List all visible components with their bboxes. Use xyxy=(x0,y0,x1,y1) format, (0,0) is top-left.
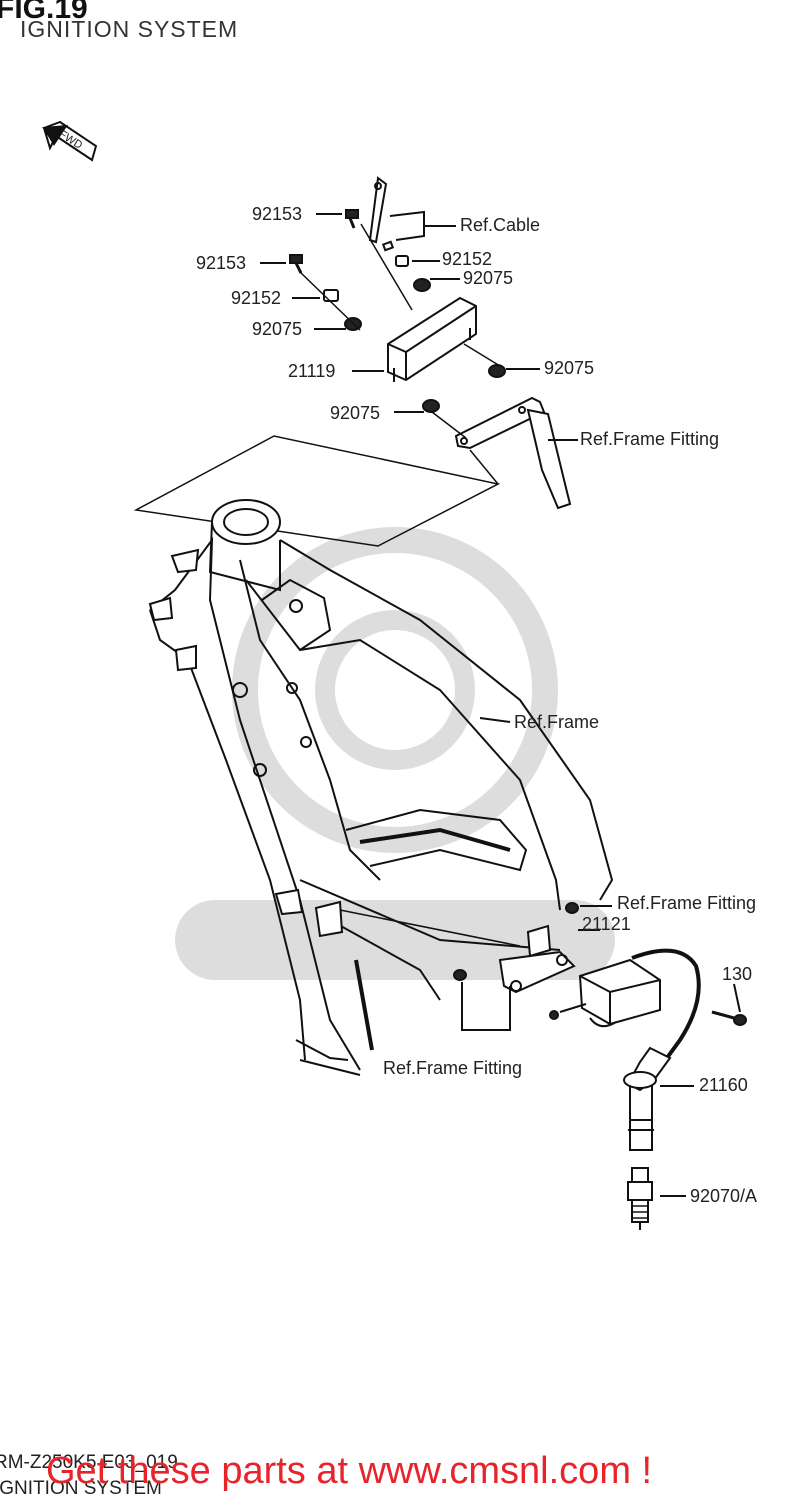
part-label-92070a[interactable]: 92070/A xyxy=(690,1186,758,1206)
ref-frame-label: Ref.Frame xyxy=(514,712,600,732)
frame-outline xyxy=(148,499,614,1076)
part-label-130[interactable]: 130 xyxy=(722,964,753,984)
figure-title: FIG.19 xyxy=(0,0,88,25)
part-label-92075-top[interactable]: 92075 xyxy=(463,268,514,288)
part-label-92075-left[interactable]: 92075 xyxy=(252,319,303,339)
part-label-92152-left[interactable]: 92152 xyxy=(231,288,282,308)
ref-frame-fitting-bottom-label: Ref.Frame Fitting xyxy=(383,1058,523,1078)
ref-frame-fitting-mid-label: Ref.Frame Fitting xyxy=(617,893,757,913)
footer-subtitle: IGNITION SYSTEM xyxy=(0,1478,162,1499)
part-label-21121[interactable]: 21121 xyxy=(582,914,631,934)
part-label-21160[interactable]: 21160 xyxy=(699,1075,748,1095)
fwd-arrow-icon xyxy=(42,120,98,162)
part-label-92153-second[interactable]: 92153 xyxy=(196,253,247,273)
ref-frame-fitting-top-label: Ref.Frame Fitting xyxy=(580,429,720,449)
part-label-92152-right[interactable]: 92152 xyxy=(442,249,493,269)
diagram-code: RM-Z250K5 E03_019 xyxy=(0,1452,178,1473)
figure-subtitle: IGNITION SYSTEM xyxy=(20,16,239,42)
ref-cable-label: Ref.Cable xyxy=(460,215,541,235)
part-label-92153-top[interactable]: 92153 xyxy=(252,204,303,224)
part-label-92075-bottom[interactable]: 92075 xyxy=(330,403,381,423)
part-label-21119[interactable]: 21119 xyxy=(288,361,336,381)
get-parts-link[interactable]: Get these parts at www.cmsnl.com ! xyxy=(46,1450,653,1492)
part-label-92075-right[interactable]: 92075 xyxy=(544,358,595,378)
